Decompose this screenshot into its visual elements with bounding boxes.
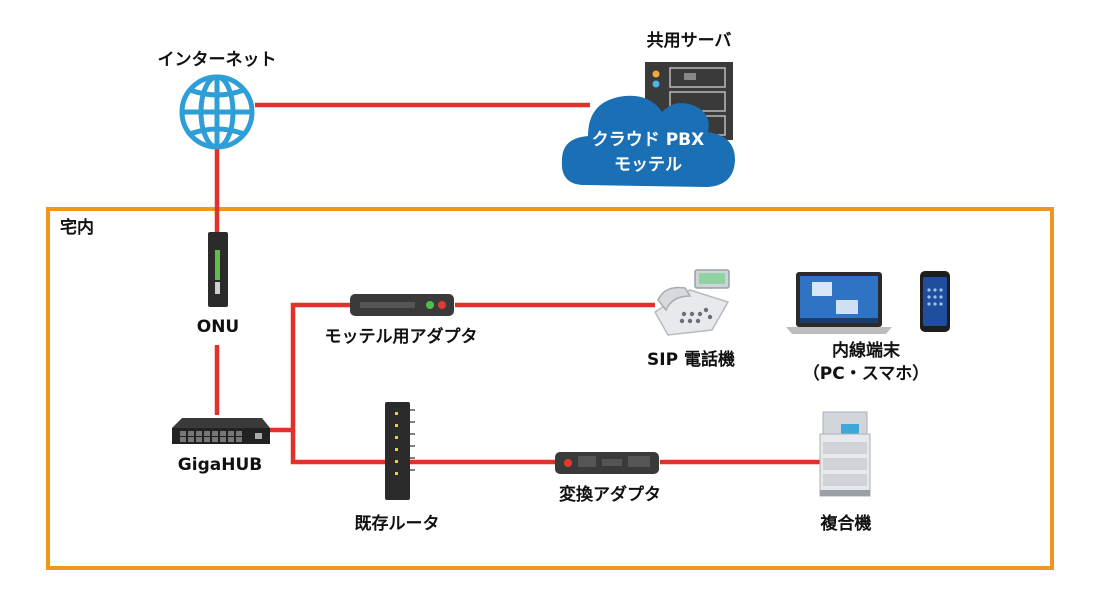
onu-label: ONU: [196, 317, 240, 337]
router-label: 既存ルータ: [354, 514, 440, 534]
mfp-label: 複合機: [820, 514, 872, 534]
mottel-adapter-icon: [350, 294, 454, 316]
internet-label: インターネット: [157, 50, 277, 70]
extension-label-line1: 内線端末: [832, 341, 900, 361]
connection-lines: [214, 102, 820, 465]
router-device-icon: [385, 402, 415, 500]
cloud-label-line2: モッテル: [614, 155, 682, 175]
printer-icon: [819, 411, 871, 497]
laptop-icon: [786, 272, 892, 334]
onu-device-icon: [208, 232, 228, 307]
switch-device-icon: [172, 418, 270, 444]
link-hub-branch: [268, 302, 350, 433]
cloud-label-line1: クラウド PBX: [591, 130, 705, 150]
sip-phone-label: SIP 電話機: [647, 350, 735, 370]
globe-icon: [179, 74, 255, 150]
converter-label: 変換アダプタ: [559, 485, 661, 505]
link-hub-router: [290, 430, 385, 465]
smartphone-icon: [920, 271, 950, 332]
extension-label-line2: （PC・スマホ）: [802, 364, 930, 384]
area-label: 宅内: [60, 218, 94, 238]
converter-adapter-icon: [555, 452, 659, 474]
sip-phone-icon: [653, 269, 730, 336]
shared-server-label: 共用サーバ: [646, 31, 732, 51]
premises-boundary: [46, 207, 1054, 570]
cloud-shape: [561, 95, 735, 187]
mottel-adapter-label: モッテル用アダプタ: [324, 327, 478, 347]
gigahub-label: GigaHUB: [177, 455, 263, 475]
